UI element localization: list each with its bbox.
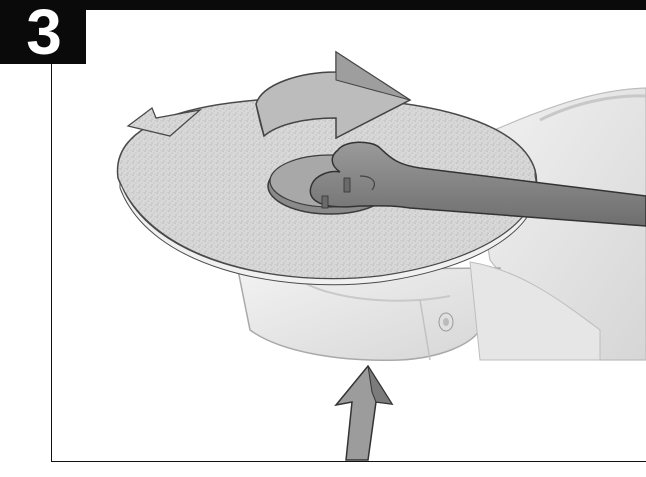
step-number-badge: 3	[0, 0, 86, 64]
gear-head	[237, 261, 601, 361]
push-up-arrow-icon	[334, 364, 394, 461]
pin-spanner-wrench	[309, 141, 646, 227]
curved-rotation-arrow-icon	[255, 50, 412, 140]
figure-top-bar	[51, 0, 646, 10]
figure-frame	[51, 10, 646, 462]
